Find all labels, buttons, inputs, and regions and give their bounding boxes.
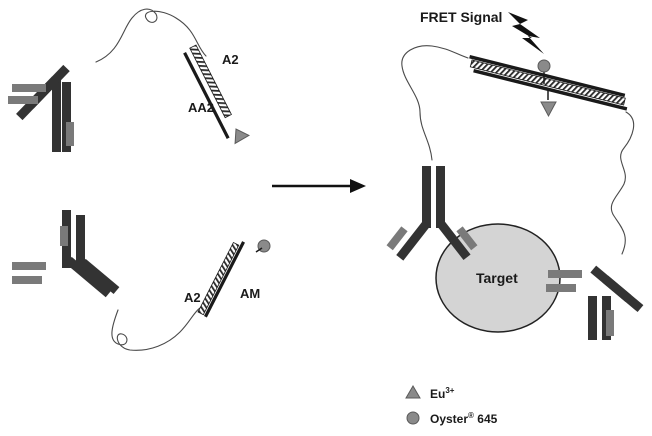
bottom-left-construct: A2 AM: [12, 210, 271, 351]
tether-bottom-left: [111, 307, 201, 351]
legend-eu-sup: 3+: [445, 386, 454, 395]
antibody-complex-right: [546, 265, 644, 340]
legend: Eu3+ Oyster® 645: [405, 385, 498, 426]
circle-icon: [406, 411, 420, 425]
tether-right-left: [401, 45, 469, 161]
tether-top-left: [95, 8, 207, 63]
strand-pair-bottom-left: [197, 239, 271, 318]
right-complex: FRET Signal Target: [386, 9, 644, 340]
target-label: Target: [476, 270, 518, 286]
antibody-bottom-left: [12, 210, 120, 298]
legend-item-oyster: Oyster® 645: [406, 411, 498, 426]
lightning-bolt-icon: [508, 12, 544, 54]
antibody-top-left: [8, 64, 74, 152]
label-a2-bottom: A2: [184, 290, 201, 305]
legend-oyster-name: Oyster: [430, 412, 468, 426]
legend-oyster-suffix: 645: [474, 412, 498, 426]
oyster-marker-complex: [537, 59, 551, 73]
svg-text:Oyster® 645: Oyster® 645: [430, 411, 498, 426]
label-aa2: AA2: [188, 100, 214, 115]
top-left-construct: A2 AA2: [8, 8, 250, 152]
label-a2-top: A2: [222, 52, 239, 67]
triangle-icon: [405, 385, 421, 399]
label-am: AM: [240, 286, 260, 301]
tether-right-right: [610, 111, 635, 255]
legend-item-eu: Eu3+: [405, 385, 455, 401]
hybridized-strands: [469, 55, 628, 118]
fret-signal-label: FRET Signal: [420, 9, 502, 25]
strand-pair-top-left: [183, 44, 250, 145]
reaction-arrow: [272, 179, 366, 193]
legend-oyster-sup: ®: [468, 411, 474, 420]
eu-marker-complex: [540, 101, 557, 118]
legend-eu-name: Eu: [430, 387, 445, 401]
svg-text:Eu3+: Eu3+: [430, 386, 455, 401]
antibody-complex-left: [386, 166, 478, 261]
eu-marker-top-left: [234, 128, 250, 145]
